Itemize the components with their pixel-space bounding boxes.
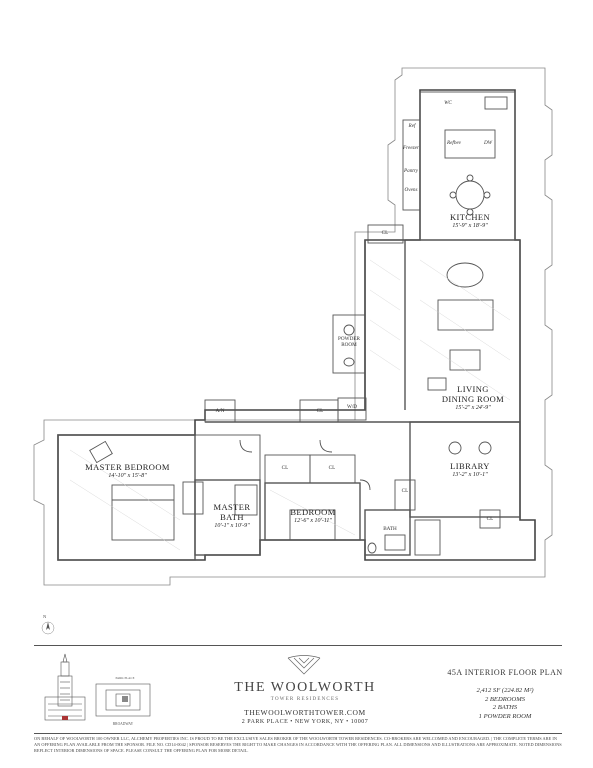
north-arrow-icon xyxy=(41,621,55,635)
floor-plan-details: 2,412 SF (224.82 M²) 2 BEDROOMS 2 BATHS … xyxy=(440,687,570,721)
woolworth-tower-icon xyxy=(44,653,86,721)
bedroom-name: BEDROOM xyxy=(290,507,336,517)
woolworth-monogram-logo xyxy=(287,655,321,675)
freezer-label: Freezer xyxy=(403,145,419,151)
wd-label: W/D xyxy=(346,404,358,410)
website-link[interactable]: THEWOOLWORTHTOWER.COM xyxy=(244,708,366,717)
kitchen-label: KITCHEN 15'-9" x 18'-9" xyxy=(440,212,500,230)
keyplan-bottom-label: BROADWAY xyxy=(112,722,134,726)
bedroom-dims: 12'-6" x 10'-11" xyxy=(294,517,332,524)
wc-label: WC xyxy=(444,100,452,106)
brand-subtitle: TOWER RESIDENCES xyxy=(270,697,340,702)
master-bedroom-name: MASTER BEDROOM xyxy=(85,462,170,472)
floor-plan-baths: 2 BATHS xyxy=(492,704,518,712)
brand-block: THE WOOLWORTH TOWER RESIDENCES xyxy=(200,680,410,702)
library-label: LIBRARY 13'-2" x 10'-1" xyxy=(440,461,500,479)
legal-disclaimer: ON BEHALF OF WOOLWORTH 100 OWNER LLC, AL… xyxy=(34,736,562,753)
living-name: LIVING xyxy=(457,384,489,394)
ovens-label: Ovens xyxy=(404,187,418,193)
powder-room-label: POWDER ROOM xyxy=(333,336,365,348)
refbev-label: Refbev xyxy=(446,140,462,146)
keyplan-top-label: PARK PLACE xyxy=(115,676,135,680)
master-bath-dims: 10'-1" x 10'-9" xyxy=(214,522,250,529)
brand-name: THE WOOLWORTH xyxy=(234,680,376,695)
kitchen-dims: 15'-9" x 18'-9" xyxy=(452,222,488,229)
living-dining-dims: 15'-2" x 24'-9" xyxy=(455,404,491,411)
master-bedroom-label: MASTER BEDROOM 14'-10" x 15'-8" xyxy=(80,462,175,480)
cl-library-label-1: CL xyxy=(401,488,409,494)
bath-label: BATH xyxy=(383,526,397,532)
dining-room-name: DINING ROOM xyxy=(441,393,505,404)
master-bath-name1: MASTER xyxy=(213,502,251,512)
library-dims: 13'-2" x 10'-1" xyxy=(452,471,488,478)
master-bath-label: MASTER BATH 10'-1" x 10'-9" xyxy=(203,502,261,529)
key-plan-icon xyxy=(95,683,151,717)
cl-hall-label: CL xyxy=(316,408,324,414)
ref-label: Ref xyxy=(408,123,416,129)
floor-plan-area: 2,412 SF (224.82 M²) xyxy=(476,687,534,694)
kitchen-name: KITCHEN xyxy=(449,212,491,222)
footer-bottom-rule xyxy=(34,733,562,734)
north-label: N xyxy=(43,614,47,619)
master-bedroom-dims: 14'-10" x 15'-8" xyxy=(108,472,147,479)
footer-top-rule xyxy=(34,645,562,646)
master-bath-name2: BATH xyxy=(220,511,244,522)
cl-bed-label: CL xyxy=(328,465,336,471)
floor-plan-title: 45A INTERIOR FLOOR PLAN xyxy=(447,668,563,677)
dw-label: DW xyxy=(483,140,493,146)
an-label: A/N xyxy=(215,408,225,414)
pantry-label: Pantry xyxy=(403,168,419,174)
library-name: LIBRARY xyxy=(450,461,490,471)
floor-plan-bedrooms: 2 BEDROOMS xyxy=(484,695,526,703)
living-dining-label: LIVING DINING ROOM 15'-2" x 24'-9" xyxy=(438,384,508,411)
cl-library-label-2: CL xyxy=(486,516,494,522)
cl-kitchen-label: CL xyxy=(381,230,389,236)
powder-room-name2: ROOM xyxy=(341,341,357,348)
address: 2 PARK PLACE • NEW YORK, NY • 10007 xyxy=(241,719,369,725)
floor-plan-powder: 1 POWDER ROOM xyxy=(478,712,532,720)
cl-mb-label: CL xyxy=(281,465,289,471)
floor-plan-drawing xyxy=(33,67,553,586)
bedroom-label: BEDROOM 12'-6" x 10'-11" xyxy=(282,507,344,525)
powder-room-name1: POWDER xyxy=(338,336,360,342)
